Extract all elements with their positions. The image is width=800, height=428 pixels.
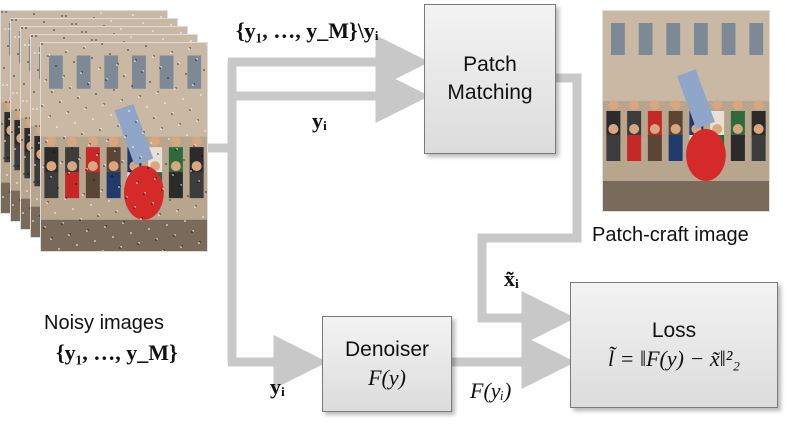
label-f-yi: F(yᵢ) <box>470 378 512 403</box>
patch-matching-label-line1: Patch <box>463 53 517 76</box>
noisy-images-set: {y₁, …, y_M} <box>56 340 178 365</box>
loss-formula: l̃ = ‖F(y) − x̃‖²₂ <box>607 346 741 371</box>
label-set-minus-yi: {y₁, …, y_M}\yᵢ <box>236 18 379 43</box>
label-yi-patch: yᵢ <box>312 108 327 133</box>
denoiser-formula: F(y) <box>368 365 406 390</box>
loss-title: Loss <box>651 319 697 342</box>
loss-box: Loss l̃ = ‖F(y) − x̃‖²₂ <box>570 282 778 408</box>
label-yi-denoiser: yᵢ <box>270 374 285 399</box>
patch-matching-label-line2: Matching <box>447 81 533 104</box>
label-x-tilde-i: x̃ᵢ <box>504 266 519 291</box>
denoiser-title: Denoiser <box>344 338 430 361</box>
arrow-patch-matching-to-loss <box>477 73 582 345</box>
noisy-images-title: Noisy images <box>44 312 165 334</box>
noisy-image-front <box>40 42 208 252</box>
denoiser-box: Denoiser F(y) <box>322 316 452 412</box>
patch-craft-image <box>602 10 770 212</box>
patch-matching-box: Patch Matching <box>424 4 556 154</box>
patch-craft-caption: Patch-craft image <box>592 224 749 246</box>
